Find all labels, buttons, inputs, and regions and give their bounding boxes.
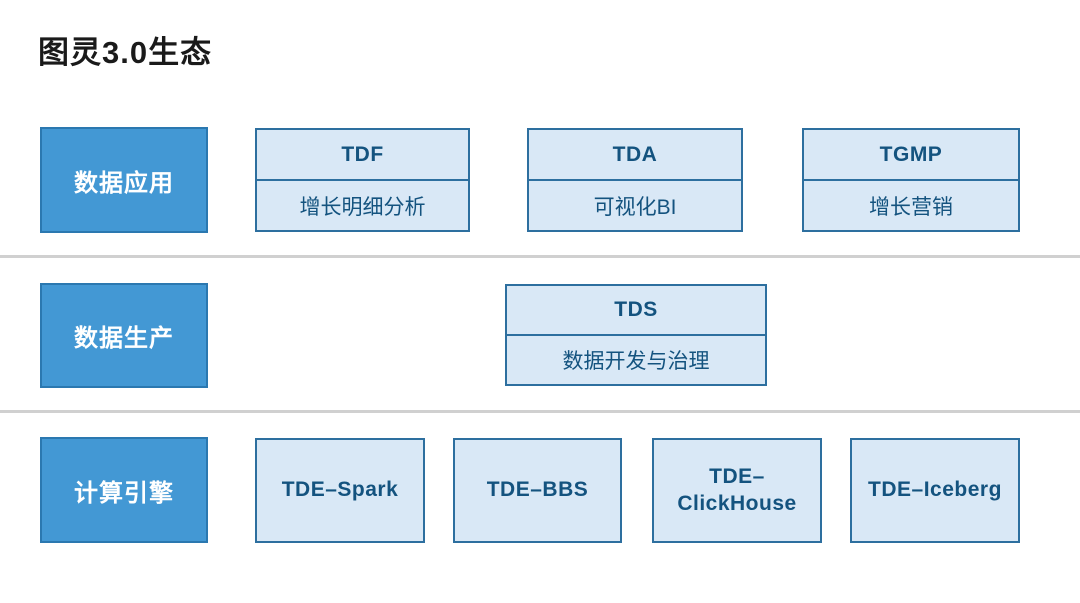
engine-box-tde-spark: TDE–Spark <box>255 438 425 543</box>
row-divider-2 <box>0 410 1080 413</box>
row-label-compute-engine: 计算引擎 <box>40 437 208 543</box>
product-name-tds: TDS <box>507 286 765 336</box>
row-divider-1 <box>0 255 1080 258</box>
product-name-tgmp: TGMP <box>804 130 1018 181</box>
engine-label-tde-spark: TDE–Spark <box>281 478 399 502</box>
product-name-tda: TDA <box>529 130 741 181</box>
engine-box-tde-bbs: TDE–BBS <box>453 438 622 543</box>
row-label-data-applications: 数据应用 <box>40 127 208 233</box>
product-desc-tdf: 增长明细分析 <box>299 195 426 219</box>
product-box-tda: TDA 可视化BI <box>527 128 743 232</box>
product-box-tdf: TDF 增长明细分析 <box>255 128 470 232</box>
engine-box-tde-clickhouse: TDE–ClickHouse <box>652 438 822 543</box>
engine-label-tde-iceberg: TDE–Iceberg <box>868 478 1002 502</box>
engine-label-tde-clickhouse: TDE–ClickHouse <box>677 465 797 515</box>
product-box-tds: TDS 数据开发与治理 <box>505 284 767 386</box>
product-desc-tgmp: 增长营销 <box>869 195 953 219</box>
product-desc-tda: 可视化BI <box>593 195 677 219</box>
product-desc-tds: 数据开发与治理 <box>562 350 710 373</box>
engine-box-tde-iceberg: TDE–Iceberg <box>850 438 1020 543</box>
row-label-data-production: 数据生产 <box>40 283 208 388</box>
page-title: 图灵3.0生态 <box>38 35 213 70</box>
product-box-tgmp: TGMP 增长营销 <box>802 128 1020 232</box>
engine-label-tde-bbs: TDE–BBS <box>486 478 589 502</box>
product-name-tdf: TDF <box>257 130 468 181</box>
